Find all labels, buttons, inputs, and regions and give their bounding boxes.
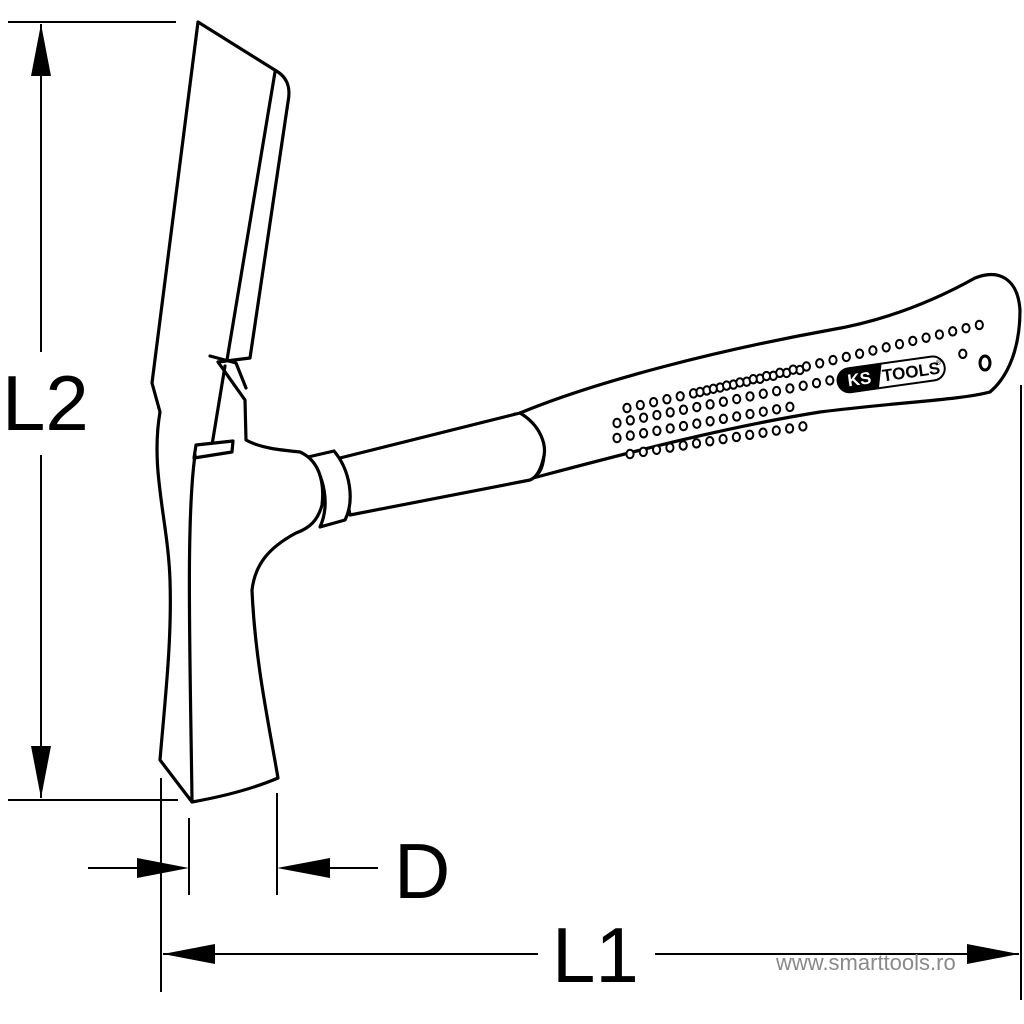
watermark-text: www.smarttools.ro [775,950,956,975]
logo-ks-text: KS [846,368,872,390]
l2-arrow-up-icon [31,24,51,76]
grip-texture-dots [612,319,984,460]
l1-arrow-right-icon [967,944,1019,964]
d-dimension: D [88,793,450,915]
ks-tools-logo: KS TOOLS ® [836,355,946,394]
blade-bevel-line [225,70,277,362]
hammer-handle-grip: KS TOOLS ® [513,272,1022,481]
l1-dimension: L1 [160,385,1022,1000]
d-arrow-left-icon [277,858,330,878]
d-arrow-right-icon [137,858,189,878]
l1-arrow-left-icon [163,944,215,964]
head-face-line [187,453,197,802]
head-outline [150,20,325,804]
blade-notch [208,354,248,390]
hang-hole-icon [978,354,992,372]
hammer-shaft [306,411,546,529]
d-label: D [394,827,450,915]
hammer-head [150,20,325,804]
l2-label: L2 [2,359,89,447]
head-inner-line [210,364,227,447]
logo-registered-mark: ® [935,358,942,367]
l2-dimension: L2 [2,21,178,801]
l1-label: L1 [552,911,639,999]
l2-arrow-down-icon [31,746,51,798]
shaft-outline [338,411,546,517]
